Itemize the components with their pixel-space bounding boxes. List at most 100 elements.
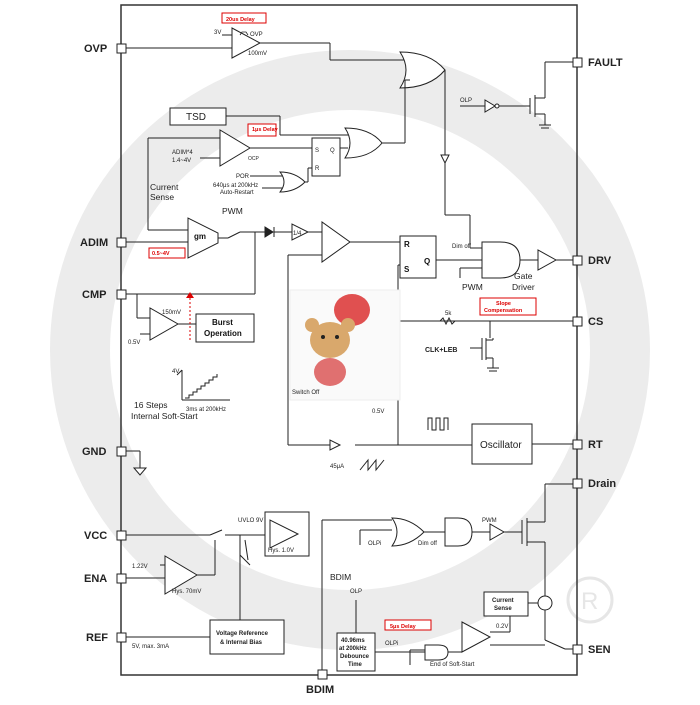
adim-range-label: ADIM*4: [172, 150, 193, 156]
gm-amplifier: [187, 217, 219, 259]
pin-drv-square: [572, 255, 583, 266]
pin-ref-square: [116, 632, 127, 643]
voltage-reference-box: [209, 619, 285, 655]
delay-5us-label: 5μs Delay: [390, 624, 417, 630]
hys1-label: Hys. 1.0V: [268, 548, 294, 554]
pin-label-ena: ENA: [84, 573, 108, 585]
divider-block: [291, 223, 310, 241]
pin-label-fault: FAULT: [588, 57, 623, 69]
hys70-label: Hys. 70mV: [172, 589, 201, 595]
adim-window-box: [148, 247, 186, 259]
pin-label-bdim: BDIM: [306, 684, 335, 696]
burst2-label: Operation: [204, 329, 242, 338]
vref2-label: & Internal Bias: [220, 640, 263, 646]
pin-rt-square: [572, 439, 583, 450]
pin-sen-square: [572, 644, 583, 655]
pin-label-adim: ADIM: [80, 237, 109, 249]
gm-label: gm: [194, 232, 206, 241]
k5-label: 5k: [445, 311, 452, 317]
softstart-label: Internal Soft-Start: [131, 411, 198, 421]
delay-20us-label: 20us Delay: [226, 17, 256, 23]
oscillator-label: Oscillator: [480, 440, 522, 451]
ref-spec-label: 5V, max. 3mA: [132, 644, 169, 650]
pwm-top-label: PWM: [222, 206, 243, 216]
pin-label-drv: DRV: [588, 255, 612, 267]
slope2-label: Compensation: [484, 308, 523, 314]
vref-label: Voltage Reference: [216, 631, 269, 637]
oscillator-box: [471, 423, 533, 465]
debounce1-label: 40.96ms: [341, 638, 365, 644]
steps-label: 16 Steps: [134, 400, 168, 410]
slope-compensation-box: [479, 297, 537, 316]
sr-s-label: S: [315, 148, 319, 154]
pin-adim-square: [116, 237, 127, 248]
v122-label: 1.22V: [132, 564, 148, 570]
div4-label: 1/4: [293, 231, 302, 237]
pin-ena-square: [116, 573, 127, 584]
ocp-low-comparator: [461, 621, 492, 653]
debounce2-label: at 200kHz: [339, 646, 367, 652]
or-gate-top: [399, 51, 446, 89]
ua45-label: 45μA: [330, 464, 344, 470]
ocp-comparator: [219, 129, 251, 167]
burst-operation-box: [195, 313, 255, 343]
or-gate-low: [391, 517, 425, 547]
or-gate-por: [278, 171, 306, 193]
current-sense-box: [483, 591, 529, 617]
tsd-label: TSD: [186, 112, 206, 123]
driver-label: Driver: [512, 282, 535, 292]
debounce4-label: Time: [348, 662, 363, 668]
pin-cs-square: [572, 316, 583, 327]
teddy-bear-watermark: [289, 289, 401, 401]
pwm-low-label: PWM: [482, 518, 497, 524]
dim-off2-label: Dim off: [418, 541, 437, 547]
delay-5us-box: [384, 619, 432, 631]
and-gate-low: [444, 517, 473, 547]
pin-label-cmp: CMP: [82, 289, 107, 301]
bdim-inner-label: BDIM: [330, 572, 351, 582]
pin-label-gnd: GND: [82, 446, 107, 458]
pin-bdim-square: [317, 669, 328, 680]
dim-off-label: Dim off: [452, 244, 471, 250]
pwm-comparator: [321, 221, 351, 263]
bear-head-icon: [310, 322, 350, 358]
v02-label: 0.2V: [496, 624, 508, 630]
ovp-comparator: [231, 27, 262, 59]
sr-q-label: Q: [330, 148, 335, 154]
pin-label-sen: SEN: [588, 644, 611, 656]
pin-label-ref: REF: [86, 632, 108, 644]
olp-top-label: OLP: [460, 98, 472, 104]
olp-low-label: OLP: [350, 589, 362, 595]
burst-label: Burst: [212, 318, 233, 327]
ovp-3v-label: 3V: [214, 30, 221, 36]
registered-watermark: [566, 576, 614, 624]
heart-balloon-icon: [334, 294, 370, 326]
mv150-label: 150mV: [162, 310, 181, 316]
delay-1us-label: 1μs Delay: [252, 127, 279, 133]
rs-latch-pwm: [399, 235, 437, 279]
registered-mark: R: [581, 588, 598, 615]
debounce3-label: Debounce: [340, 654, 370, 660]
sr-r-label: R: [315, 166, 320, 172]
end-softstart-label: End of Soft-Start: [430, 662, 475, 668]
pin-fault-square: [572, 57, 583, 68]
switch-off-label: Switch Off: [292, 390, 320, 396]
chip-outline: [120, 4, 578, 676]
rs-s-label: S: [404, 265, 410, 274]
pin-cmp-square: [116, 289, 127, 300]
pin-label-rt: RT: [588, 439, 603, 451]
olpi-a-label: OLPi: [368, 541, 381, 547]
gate-driver: [537, 249, 558, 271]
pin-label-vcc: VCC: [84, 530, 108, 542]
ena-comparator: [164, 555, 198, 595]
delay-1us-box: [247, 123, 277, 137]
current-sense2-label: Sense: [150, 192, 174, 202]
ovp-tag-label: OVP: [250, 32, 263, 38]
v05-cmp-label: 0.5V: [128, 340, 140, 346]
clk-leb-label: CLK+LEB: [425, 347, 457, 354]
pin-label-cs: CS: [588, 316, 604, 328]
por-label: POR: [236, 174, 250, 180]
pin-label-ovp: OVP: [84, 43, 108, 55]
